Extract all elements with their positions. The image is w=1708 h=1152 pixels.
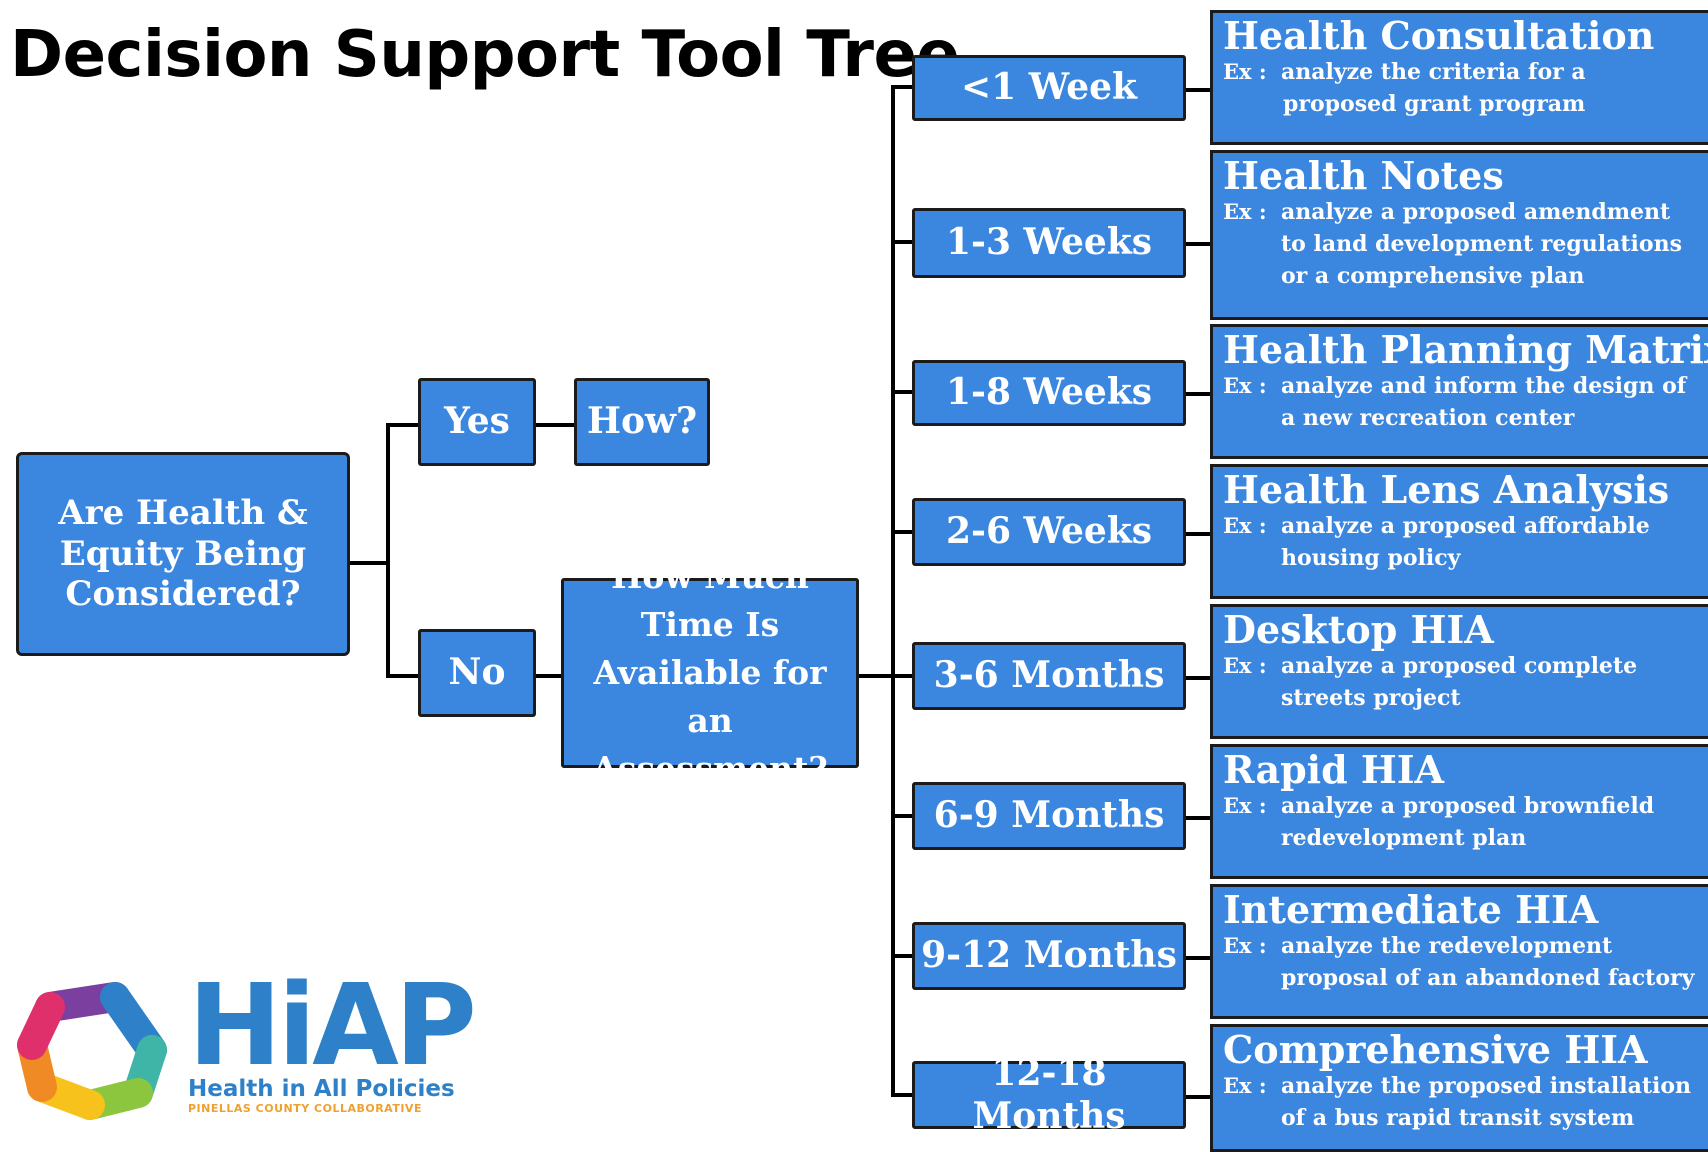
time-question-node: How Much Time Is Available for an Assess… — [561, 557, 859, 788]
example-line: analyze the criteria for a — [1281, 58, 1586, 85]
time-node-3: 2-6 Weeks — [912, 498, 1186, 566]
connector-time-out — [856, 674, 896, 678]
time-label: 9-12 Months — [921, 934, 1177, 977]
tool-card-3: Health Lens Analysis Ex : analyze a prop… — [1210, 464, 1708, 599]
time-node-4: 3-6 Months — [912, 642, 1186, 710]
time-label: 12-18 Months — [972, 1051, 1126, 1137]
tool-card-5: Rapid HIA Ex : analyze a proposed brownf… — [1210, 744, 1708, 879]
example-line: streets project — [1281, 684, 1461, 711]
connector-time-0 — [891, 85, 915, 89]
time-label: <1 Week — [961, 66, 1137, 109]
time-label: 2-6 Weeks — [945, 510, 1153, 553]
connector-tool-7 — [1183, 1095, 1213, 1099]
example-label: Ex : — [1223, 1072, 1267, 1098]
example-line: analyze a proposed complete — [1281, 652, 1638, 679]
connector-times-vertical — [891, 85, 895, 1097]
example-line: housing policy — [1281, 544, 1461, 571]
example-line: analyze a proposed brownfield — [1281, 792, 1655, 819]
time-label: 1-8 Weeks — [945, 371, 1153, 414]
no-node: No — [418, 629, 536, 717]
example-line: analyze the redevelopment — [1281, 932, 1613, 959]
tool-name: Comprehensive HIA — [1223, 1027, 1648, 1072]
tool-card-6: Intermediate HIA Ex : analyze the redeve… — [1210, 884, 1708, 1019]
logo-subtitle: Health in All Policies — [188, 1076, 455, 1102]
tool-name: Health Notes — [1223, 153, 1504, 198]
example-label: Ex : — [1223, 792, 1267, 818]
connector-root-out — [348, 561, 388, 565]
time-question-label: How Much Time Is Available for an Assess… — [592, 557, 828, 788]
hiap-logo: HiAP Health in All Policies PINELLAS COU… — [188, 961, 477, 1115]
time-label: 6-9 Months — [933, 794, 1165, 837]
example-label: Ex : — [1223, 372, 1267, 398]
connector-time-1 — [891, 240, 915, 244]
example-label: Ex : — [1223, 58, 1267, 84]
connector-tool-0 — [1183, 88, 1213, 92]
connector-time-3 — [891, 530, 915, 534]
no-label: No — [448, 651, 506, 694]
connector-tool-3 — [1183, 532, 1213, 536]
time-node-0: <1 Week — [912, 55, 1186, 121]
tool-name: Health Consultation — [1223, 13, 1655, 58]
time-node-6: 9-12 Months — [912, 922, 1186, 990]
connector-time-2 — [891, 390, 915, 394]
example-line: or a comprehensive plan — [1281, 262, 1585, 289]
time-label: 3-6 Months — [933, 654, 1165, 697]
yes-node: Yes — [418, 378, 536, 466]
tool-name: Desktop HIA — [1223, 607, 1494, 652]
connector-tool-2 — [1183, 392, 1213, 396]
connector-tool-4 — [1183, 676, 1213, 680]
connector-time-5 — [891, 814, 915, 818]
time-node-2: 1-8 Weeks — [912, 360, 1186, 426]
logo-org: PINELLAS COUNTY COLLABORATIVE — [188, 1102, 422, 1115]
logo-name: HiAP — [188, 961, 477, 1091]
tool-card-7: Comprehensive HIA Ex : analyze the propo… — [1210, 1024, 1708, 1152]
yes-label: Yes — [444, 400, 510, 443]
connector-no-time — [533, 674, 563, 678]
connector-time-4 — [891, 674, 915, 678]
example-line: analyze the proposed installation — [1281, 1072, 1692, 1099]
page-title: Decision Support Tool Tree — [10, 18, 960, 92]
how-label: How? — [586, 400, 698, 443]
connector-to-no — [386, 674, 422, 678]
tool-name: Health Planning Matrix — [1223, 327, 1708, 372]
hiap-logo-mark — [17, 982, 167, 1120]
example-line: proposal of an abandoned factory — [1281, 964, 1695, 991]
tool-card-1: Health Notes Ex : analyze a proposed ame… — [1210, 150, 1708, 320]
connector-to-yes — [386, 423, 422, 427]
tool-card-4: Desktop HIA Ex : analyze a proposed comp… — [1210, 604, 1708, 739]
example-line: proposed grant program — [1283, 90, 1586, 117]
connector-tool-1 — [1183, 242, 1213, 246]
root-question-node: Are Health & Equity Being Considered? — [16, 452, 350, 656]
time-node-7: 12-18 Months — [912, 1052, 1186, 1137]
connector-tool-6 — [1183, 956, 1213, 960]
example-line: a new recreation center — [1281, 404, 1575, 431]
how-node: How? — [574, 378, 710, 466]
example-line: analyze and inform the design of — [1281, 372, 1687, 399]
tool-card-0: Health Consultation Ex : analyze the cri… — [1210, 10, 1708, 145]
connector-yes-how — [533, 423, 577, 427]
example-label: Ex : — [1223, 652, 1267, 678]
time-node-1: 1-3 Weeks — [912, 208, 1186, 278]
example-label: Ex : — [1223, 512, 1267, 538]
example-label: Ex : — [1223, 932, 1267, 958]
tool-name: Rapid HIA — [1223, 747, 1445, 792]
connector-time-7 — [891, 1093, 915, 1097]
connector-tool-5 — [1183, 816, 1213, 820]
connector-yes-no-vertical — [386, 423, 390, 678]
connector-time-6 — [891, 954, 915, 958]
example-label: Ex : — [1223, 198, 1267, 224]
example-line: redevelopment plan — [1281, 824, 1527, 851]
time-label: 1-3 Weeks — [945, 221, 1153, 264]
example-line: of a bus rapid transit system — [1281, 1104, 1635, 1131]
tool-card-2: Health Planning Matrix Ex : analyze and … — [1210, 324, 1708, 459]
example-line: to land development regulations — [1281, 230, 1682, 257]
time-node-5: 6-9 Months — [912, 782, 1186, 850]
tool-name: Health Lens Analysis — [1223, 467, 1670, 512]
example-line: analyze a proposed affordable — [1281, 512, 1650, 539]
tool-name: Intermediate HIA — [1223, 887, 1599, 932]
root-question-label: Are Health & Equity Being Considered? — [58, 492, 308, 615]
example-line: analyze a proposed amendment — [1281, 198, 1671, 225]
